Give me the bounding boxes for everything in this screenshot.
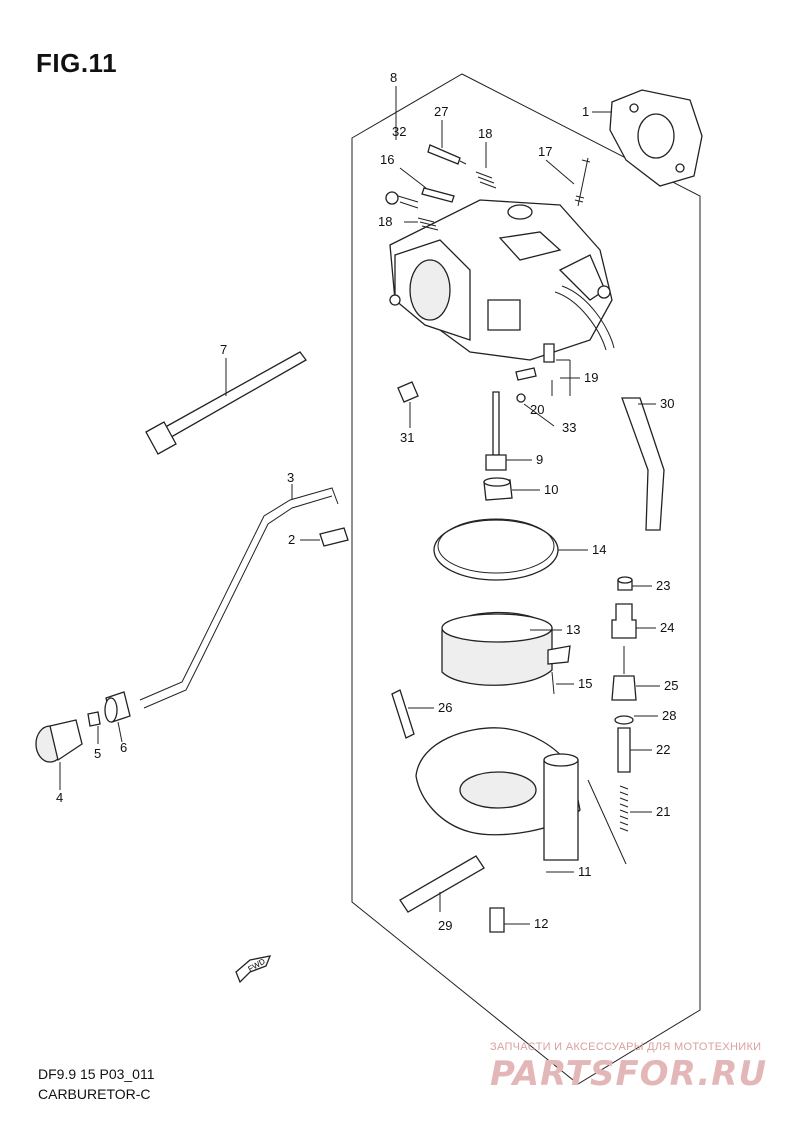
- callout-6: 6: [120, 740, 127, 755]
- part-valve-25: [611, 646, 637, 701]
- callout-2: 2: [288, 532, 295, 547]
- callout-19: 19: [584, 370, 598, 385]
- callout-20: 20: [530, 402, 544, 417]
- callout-8: 8: [390, 70, 397, 85]
- part-valve-24: [611, 603, 637, 639]
- callout-18b: 18: [378, 214, 392, 229]
- callout-23: 23: [656, 578, 670, 593]
- callout-9: 9: [536, 452, 543, 467]
- callout-17: 17: [538, 144, 552, 159]
- part-float-gasket: [433, 518, 559, 581]
- callout-24: 24: [660, 620, 674, 635]
- part-main-jet: [483, 477, 513, 501]
- fwd-arrow: FWD: [235, 955, 272, 984]
- part-screw-16: [385, 191, 419, 209]
- part-drain-screw: [391, 689, 415, 739]
- callout-22: 22: [656, 742, 670, 757]
- part-spring-21: [619, 785, 629, 832]
- part-nut-5: [87, 711, 101, 727]
- watermark-tagline: ЗАПЧАСТИ И АКСЕССУАРЫ ДЛЯ МОТОТЕХНИКИ: [490, 1041, 762, 1053]
- leader-lines: [59, 86, 660, 925]
- part-fuel-hose: [554, 285, 665, 531]
- part-needle-jet: [485, 391, 507, 471]
- part-pin-22: [617, 727, 631, 773]
- part-gasket: [609, 89, 703, 187]
- part-knob: [35, 719, 83, 763]
- callout-25: 25: [664, 678, 678, 693]
- part-throttle-link: [139, 487, 339, 709]
- callout-4: 4: [56, 790, 63, 805]
- part-jet-needle: [515, 343, 555, 403]
- watermark-brand: PARTSFOR.RU: [490, 1054, 768, 1094]
- callout-31: 31: [400, 430, 414, 445]
- callout-16: 16: [380, 152, 394, 167]
- callout-18a: 18: [478, 126, 492, 141]
- callout-26: 26: [438, 700, 452, 715]
- callout-10: 10: [544, 482, 558, 497]
- callout-28: 28: [662, 708, 676, 723]
- part-float-chamber: [415, 727, 581, 861]
- part-pilot-screw: [427, 144, 467, 165]
- callout-29: 29: [438, 918, 452, 933]
- callout-21: 21: [656, 804, 670, 819]
- callout-15: 15: [578, 676, 592, 691]
- callout-27: 27: [434, 104, 448, 119]
- part-drain-pipe: [399, 855, 485, 913]
- part-drain-plug: [489, 907, 505, 933]
- callout-32: 32: [392, 124, 406, 139]
- callout-30: 30: [660, 396, 674, 411]
- part-plug-31: [397, 381, 419, 403]
- callout-3: 3: [287, 470, 294, 485]
- figure-caption: CARBURETOR-C: [38, 1086, 151, 1102]
- callout-14: 14: [592, 542, 606, 557]
- part-spring-upper: [475, 171, 497, 189]
- callout-33: 33: [562, 420, 576, 435]
- part-screw-32: [421, 187, 455, 203]
- part-float: [441, 611, 571, 686]
- part-spring-lower: [417, 217, 439, 231]
- callout-7: 7: [220, 342, 227, 357]
- part-bushing-6: [104, 691, 131, 723]
- part-screw-17: [574, 157, 591, 207]
- callout-12: 12: [534, 916, 548, 931]
- callout-5: 5: [94, 746, 101, 761]
- callout-1: 1: [582, 104, 589, 119]
- callout-13: 13: [566, 622, 580, 637]
- callout-labels: 1 2 3 4 5 6 7 8 9 10 11 12 13 14 15 16 1…: [56, 70, 678, 933]
- assembly-frame: [351, 73, 701, 1085]
- part-carburetor-body: [389, 199, 613, 361]
- part-link-clip: [319, 527, 349, 547]
- part-oring-28: [614, 715, 634, 725]
- figure-title: FIG.11: [36, 48, 118, 78]
- part-cap-23: [617, 576, 633, 591]
- part-float-pin: [551, 671, 555, 695]
- model-code: DF9.9 15 P03_011: [38, 1066, 155, 1082]
- callout-11: 11: [578, 864, 592, 879]
- part-long-bolt: [145, 351, 307, 455]
